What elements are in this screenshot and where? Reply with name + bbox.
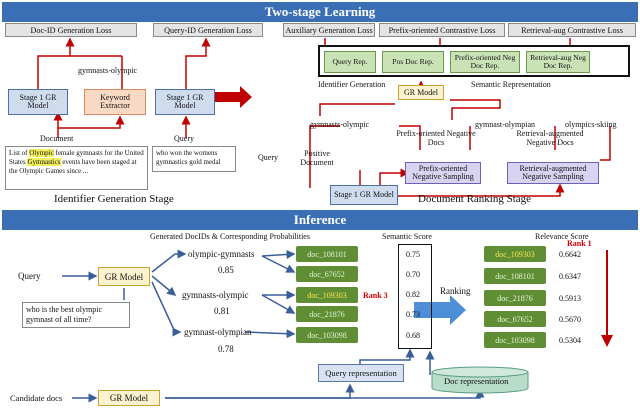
two-stage-learning-banner: Two-stage Learning: [2, 2, 638, 22]
retrieval-sampling: Retrieval-augmented Negative Sampling: [507, 162, 599, 184]
inference-gr-model: GR Model: [98, 267, 150, 286]
docid-0-prob: 0.85: [218, 265, 234, 275]
pos-doc-rep: Pos Doc Rep.: [382, 51, 444, 73]
docid-2-name: gymnast-olympian: [184, 327, 252, 337]
doc-5: doc_103098: [296, 327, 358, 343]
positive-document: Positive Document: [300, 149, 334, 167]
doc-1: doc_108101: [296, 246, 358, 262]
inference-query-text: who is the best olympic gymnast of all t…: [22, 302, 130, 328]
prefix-neg-docs: Prefix-oriented Negative Docs: [396, 129, 476, 147]
query-rep: Query Rep.: [324, 51, 376, 73]
score-5: 0.68: [406, 331, 420, 340]
ranked-doc-1: doc_109303: [484, 246, 546, 262]
stage1-gr-model-left: Stage 1 GR Model: [8, 89, 68, 115]
stage1-gr-model-query: Stage 1 GR Model: [155, 89, 215, 115]
keyword-extractor: Keyword Extractor: [84, 89, 146, 115]
semantic-score-title: Semantic Score: [382, 232, 432, 241]
relevance-1: 0.6642: [559, 250, 581, 259]
score-1: 0.75: [406, 250, 420, 259]
docid-generation-loss: Doc-ID Generation Loss: [5, 23, 137, 37]
candidate-docs-label: Candidate docs: [10, 393, 63, 403]
ranked-doc-3: doc_21876: [484, 290, 546, 306]
queryid-generation-loss: Query-ID Generation Loss: [153, 23, 263, 37]
retrieval-contrastive-loss: Retrieval-aug Contrastive Loss: [508, 23, 636, 37]
stage2-gymnasts-olympic: gymnasts-olympic: [310, 120, 370, 129]
rank3-label: Rank 3: [363, 291, 388, 300]
stage2-gymnast-olympian: gymnast-olympian: [475, 120, 535, 129]
doc-4: doc_21876: [296, 306, 358, 322]
doc-representation-label: Doc representation: [444, 376, 509, 386]
inference-query-label: Query: [18, 271, 41, 281]
stage2-gr-model: GR Model: [398, 85, 444, 100]
query-representation: Query representation: [318, 364, 404, 382]
relevance-2: 0.6347: [559, 272, 581, 281]
doc-3: doc_109303: [296, 287, 358, 303]
retrieval-neg-docs: Retrieval-augmented Negative Docs: [516, 129, 584, 147]
generated-title: Generated DocIDs & Corresponding Probabi…: [150, 232, 310, 241]
stage2-query: Query: [258, 153, 278, 162]
ranking-label: Ranking: [440, 286, 471, 296]
docid-0-name: olympic-gymnasts: [188, 249, 255, 259]
prefix-sampling: Prefix-oriented Negative Sampling: [405, 162, 481, 184]
score-4: 0.73: [406, 310, 420, 319]
ranking-stage-title: Document Ranking Stage: [418, 193, 532, 205]
relevance-score-title: Relevance Score: [535, 232, 589, 241]
query-label: Query: [174, 134, 194, 143]
docid-1-name: gymnasts-olympic: [182, 290, 249, 300]
document-text: List of Olympic female gymnasts for the …: [5, 146, 148, 190]
semantic-representation-label: Semantic Representation: [471, 80, 551, 89]
stage2-stage1-model: Stage 1 GR Model: [330, 185, 398, 205]
relevance-3: 0.5913: [559, 294, 581, 303]
rank1-label: Rank 1: [567, 239, 592, 248]
docid-2-prob: 0.78: [218, 344, 234, 354]
doc-2: doc_67652: [296, 266, 358, 282]
docid-label: gymnasts-olympic: [78, 66, 138, 75]
prefix-neg-doc-rep: Prefix-oriented Neg Doc Rep.: [450, 51, 520, 73]
bottom-gr-model: GR Model: [98, 390, 160, 406]
docid-1-prob: 0.81: [214, 306, 230, 316]
ranked-doc-2: doc_108101: [484, 268, 546, 284]
semantic-score-box: [398, 244, 432, 349]
ranking-arrow: [414, 295, 466, 325]
stage2-olympics-skiing: olympics-skiing: [565, 120, 617, 129]
identifier-stage-title: Identifier Generation Stage: [54, 193, 174, 205]
relevance-4: 0.5670: [559, 315, 581, 324]
representation-group: [318, 45, 630, 77]
retrieval-neg-doc-rep: Retrieval-aug Neg Doc Rep.: [526, 51, 590, 73]
relevance-5: 0.5304: [559, 336, 581, 345]
inference-banner: Inference: [2, 210, 638, 230]
score-2: 0.70: [406, 270, 420, 279]
document-label: Document: [40, 134, 74, 143]
prefix-contrastive-loss: Prefix-oriented Contrastive Loss: [379, 23, 505, 37]
ranked-doc-5: doc_103098: [484, 332, 546, 348]
query-text: who won the womens gymnastics gold medal: [152, 146, 236, 172]
score-3: 0.82: [406, 290, 420, 299]
auxiliary-generation-loss: Auxiliary Generation Loss: [283, 23, 375, 37]
identifier-generation-label: Identifier Generation: [318, 80, 386, 89]
ranked-doc-4: doc_67652: [484, 311, 546, 327]
